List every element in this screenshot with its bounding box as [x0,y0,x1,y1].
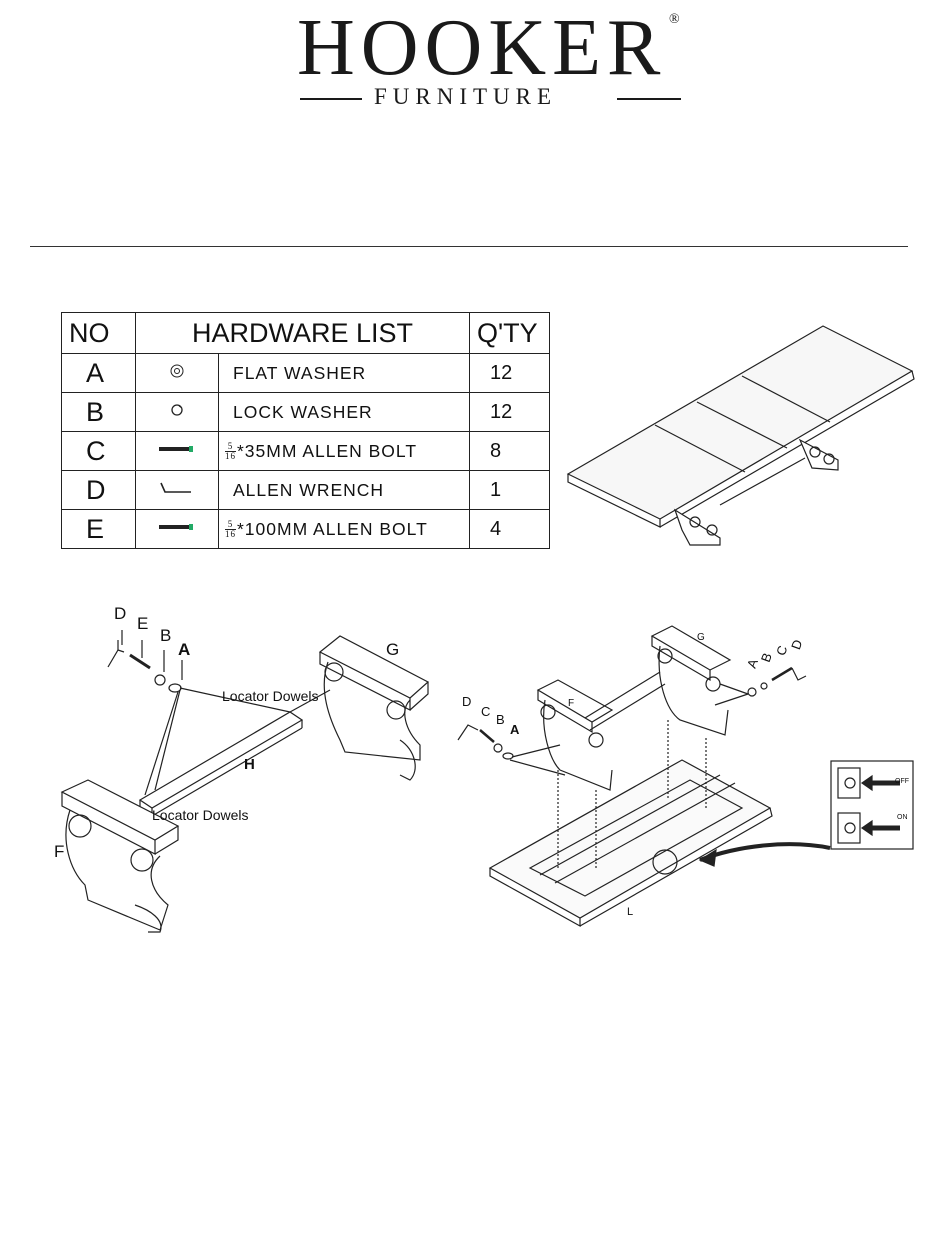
label-a-right: A [510,722,519,737]
label-e: E [137,614,148,634]
label-locator-dowels-top: Locator Dowels [222,688,319,704]
label-b: B [160,626,171,646]
label-on: ON [897,814,908,821]
assembled-table-illustration [568,326,914,545]
label-l: L [627,906,633,918]
label-g: G [386,640,399,660]
label-d-right: D [462,694,471,709]
label-b-right: B [496,712,505,727]
label-locator-dowels-bottom: Locator Dowels [152,807,249,823]
label-f: F [54,842,64,862]
label-c-right: C [481,704,490,719]
right-exploded-diagram [458,626,913,926]
label-f-right: F [568,698,574,709]
left-exploded-diagram [62,630,428,932]
label-a: A [178,640,190,660]
label-off: OFF [895,778,909,785]
label-d: D [114,604,126,624]
label-h: H [244,756,255,773]
label-g-right: G [697,632,705,643]
